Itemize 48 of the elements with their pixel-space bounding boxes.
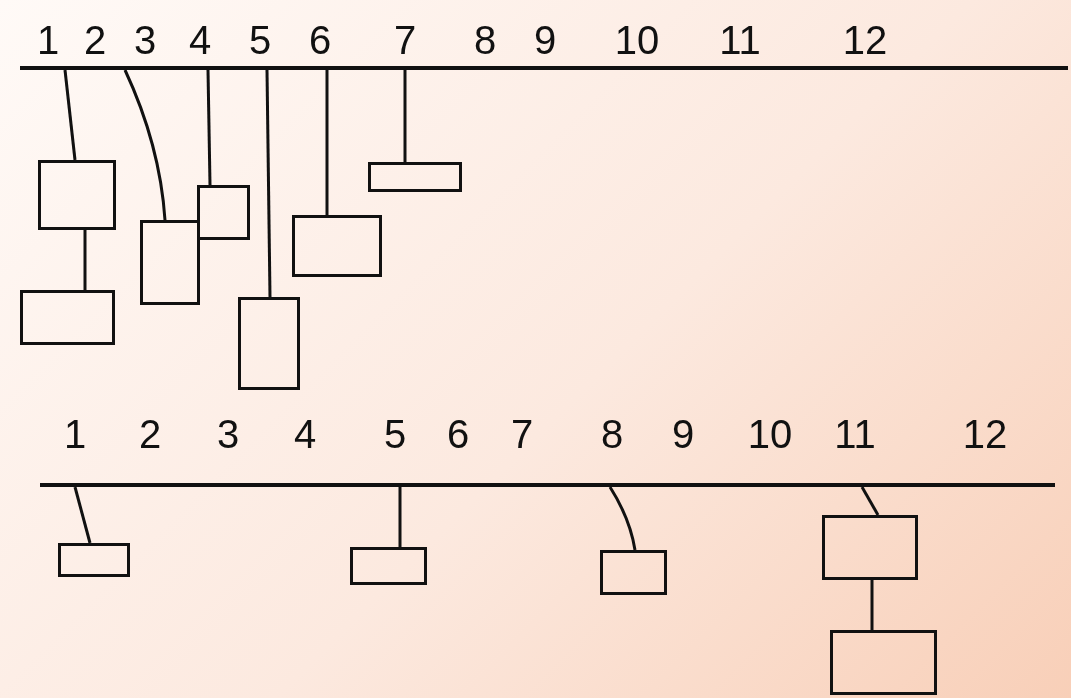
tick-number: 12 xyxy=(842,18,888,62)
tick-number: 3 xyxy=(133,18,157,62)
empty-box xyxy=(38,160,116,230)
tick-number: 8 xyxy=(473,18,497,62)
connector-line xyxy=(73,486,92,544)
empty-box xyxy=(830,630,937,695)
connector-line xyxy=(870,580,874,630)
tick-number: 4 xyxy=(293,412,317,456)
tick-number: 8 xyxy=(600,412,624,456)
tick-number: 11 xyxy=(719,18,761,62)
tick-number: 9 xyxy=(671,412,695,456)
tick-number: 6 xyxy=(308,18,332,62)
connector-line xyxy=(83,230,87,290)
tick-number: 2 xyxy=(83,18,107,62)
empty-box xyxy=(58,543,130,577)
tick-number: 11 xyxy=(834,412,876,456)
tick-number: 5 xyxy=(383,412,407,456)
connector-line xyxy=(325,70,329,215)
empty-box xyxy=(238,297,300,390)
tick-number: 10 xyxy=(614,18,660,62)
tick-number: 3 xyxy=(216,412,240,456)
tick-number: 5 xyxy=(248,18,272,62)
connector-line xyxy=(265,69,272,298)
connector-line xyxy=(403,70,407,162)
empty-box xyxy=(20,290,115,345)
empty-box xyxy=(292,215,382,277)
tick-number: 7 xyxy=(393,18,417,62)
tick-number: 9 xyxy=(533,18,557,62)
tick-number: 2 xyxy=(138,412,162,456)
tick-number: 12 xyxy=(962,412,1008,456)
tick-number: 10 xyxy=(747,412,793,456)
tick-number: 4 xyxy=(188,18,212,62)
tick-number: 1 xyxy=(36,18,60,62)
connector-line xyxy=(608,486,637,551)
connector-line xyxy=(860,486,880,516)
connector-line xyxy=(63,69,77,161)
empty-box xyxy=(822,515,918,580)
connector-line xyxy=(123,69,167,221)
tick-number: 1 xyxy=(63,412,87,456)
empty-box xyxy=(350,547,427,585)
empty-box xyxy=(197,185,250,240)
tick-number: 6 xyxy=(446,412,470,456)
tick-number: 7 xyxy=(510,412,534,456)
empty-box xyxy=(600,550,667,595)
empty-box xyxy=(140,220,200,305)
connector-line xyxy=(206,69,212,186)
empty-box xyxy=(368,162,462,192)
connector-line xyxy=(398,487,402,547)
